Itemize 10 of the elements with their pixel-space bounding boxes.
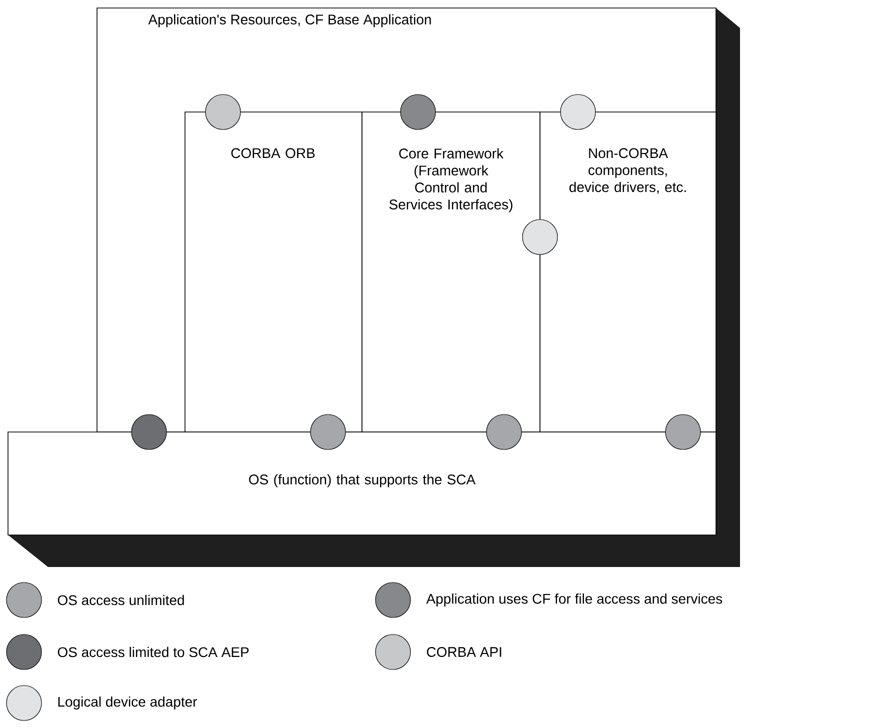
legend-text: CORBA API bbox=[426, 647, 502, 657]
legend-text: Logical device adapter bbox=[58, 696, 198, 710]
legend-text: OS access limited to SCA AEP bbox=[58, 646, 249, 658]
box-label: Non-CORBA components, device drivers, etc. bbox=[569, 148, 686, 194]
box-label: OS (function) that supports the SCA bbox=[249, 474, 476, 488]
box-label: Core Framework (Framework Control and Services Interfaces) bbox=[389, 148, 512, 212]
legend-text: OS access unlimited bbox=[58, 594, 184, 606]
legend-text: Application uses CF for file access and services bbox=[426, 593, 722, 607]
box-label: CORBA ORB bbox=[231, 148, 315, 158]
box-label: Application's Resources, CF Base Application bbox=[148, 14, 431, 28]
